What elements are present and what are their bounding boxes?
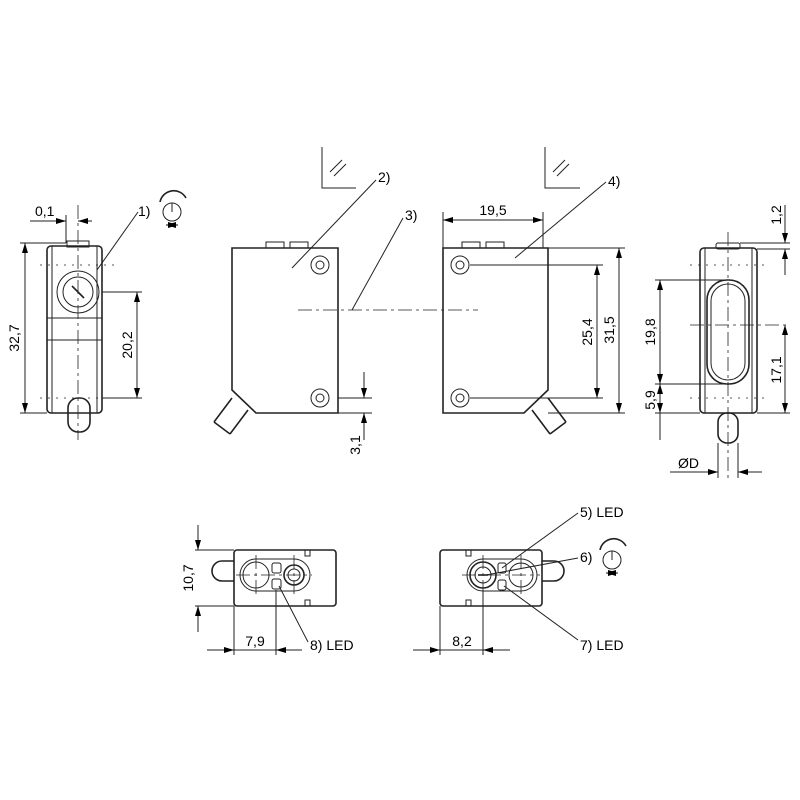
dim-7-9: 7,9: [245, 633, 265, 649]
label-2: 2): [378, 169, 390, 185]
label-7-led: 7) LED: [580, 637, 624, 653]
potentiometer-icon: [600, 539, 626, 573]
dim-0-1: 0,1: [35, 203, 55, 219]
label-8-led: 8) LED: [310, 637, 354, 653]
dim-31-5: 31,5: [601, 316, 617, 343]
cable: [67, 397, 91, 433]
label-4: 4): [608, 173, 620, 189]
dim-19-8: 19,8: [642, 318, 658, 345]
dim-19-5: 19,5: [479, 202, 506, 218]
cable: [213, 397, 249, 435]
dim-diameter-d: ØD: [678, 455, 699, 471]
reflector-symbol-icon: [321, 147, 356, 189]
cable: [531, 397, 567, 435]
bottom-view-left: 10,7 7,9 8) LED: [180, 525, 354, 655]
led-7: [497, 579, 507, 591]
label-1: 1): [138, 203, 150, 219]
dim-1-2: 1,2: [768, 205, 784, 225]
dim-5-9: 5,9: [642, 390, 658, 410]
dim-8-2: 8,2: [452, 633, 472, 649]
potentiometer-icon: [160, 191, 186, 225]
dim-20-2: 20,2: [119, 331, 135, 358]
label-6: 6): [580, 549, 592, 565]
dim-17-1: 17,1: [768, 356, 784, 383]
led-5: [497, 562, 507, 574]
bottom-view-right: 8,2 5) LED 6) 7) LED: [413, 504, 626, 655]
label-3: 3): [405, 207, 417, 223]
dim-32-7: 32,7: [6, 324, 22, 351]
side-view-right: 19,8 5,9 1,2 17,1 ØD: [642, 205, 790, 478]
dim-25-4: 25,4: [579, 318, 595, 345]
front-view: 2) 3) 3,1: [213, 147, 478, 455]
side-view-left: 32,7 20,2 0,1 1): [6, 191, 186, 440]
led-8: [271, 578, 282, 590]
dim-3-1: 3,1: [347, 435, 363, 455]
reflector-symbol-icon: [544, 147, 580, 189]
dim-10-7: 10,7: [180, 564, 196, 591]
rear-view: 19,5 4) 25,4 31,5: [442, 147, 625, 435]
label-5-led: 5) LED: [580, 504, 624, 520]
